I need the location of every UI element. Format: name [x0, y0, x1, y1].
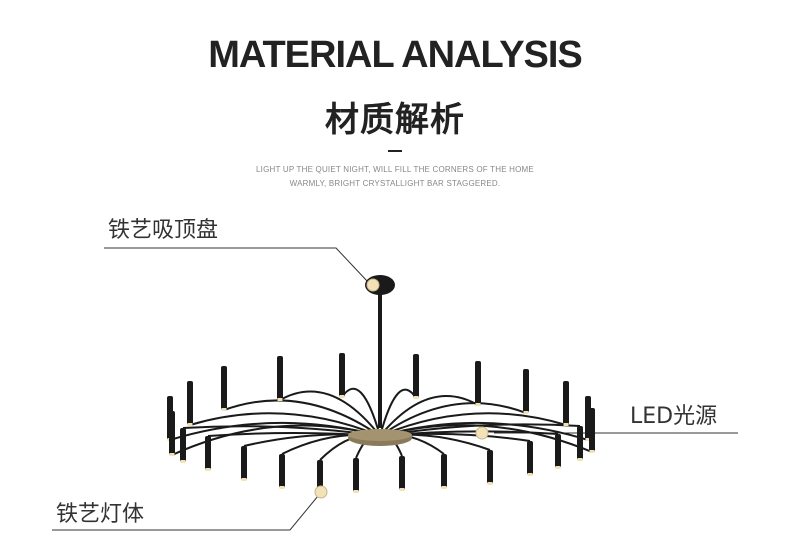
tube-front-5-led [353, 490, 359, 493]
tube-front-0 [180, 428, 186, 462]
arm-back-8 [379, 412, 567, 437]
title-english: MATERIAL ANALYSIS [208, 34, 583, 76]
tube-front-9 [527, 441, 533, 475]
tube-back-3 [277, 356, 283, 400]
arm-back-2 [223, 399, 381, 437]
tube-back-1 [187, 381, 193, 425]
tube-back-1-led [187, 423, 193, 426]
arm-back-4 [341, 387, 381, 437]
tube-back-11 [589, 408, 595, 452]
tube-back-7 [523, 369, 529, 413]
callout-lamp-body: 铁艺灯体 [56, 502, 145, 527]
tube-front-5 [353, 458, 359, 492]
tube-front-10 [555, 434, 561, 468]
tube-front-7 [441, 454, 447, 488]
arm-back-7 [379, 402, 527, 437]
tube-front-1-led [205, 468, 211, 471]
tube-back-2-led [221, 408, 227, 411]
callout-led-source: LED光源 [630, 404, 718, 429]
tube-back-9-led [585, 438, 591, 441]
callout-line-ceiling-plate [104, 247, 369, 283]
subtitle-line-2: WARMLY, BRIGHT CRYSTALLIGHT BAR STAGGERE… [289, 179, 501, 188]
tube-back-2 [221, 366, 227, 410]
tube-back-11-led [589, 450, 595, 453]
subtitle-line-1: LIGHT UP THE QUIET NIGHT, WILL FILL THE … [256, 165, 534, 174]
tube-front-9-led [527, 473, 533, 476]
arm-back-6 [379, 395, 479, 437]
arm-back-5 [379, 388, 417, 437]
tube-front-7-led [441, 486, 447, 489]
tube-back-6 [475, 361, 481, 405]
tube-back-10 [169, 411, 175, 455]
tube-back-6-led [475, 403, 481, 406]
tube-back-10-led [169, 453, 175, 456]
tube-front-3-led [279, 486, 285, 489]
tube-back-5-led [413, 396, 419, 399]
callout-lines [52, 247, 738, 531]
tube-front-0-led [180, 460, 186, 463]
lamp-tubes [167, 353, 595, 495]
tube-front-2-led [241, 478, 247, 481]
lamp-body-highlight-marker [314, 485, 328, 499]
tube-back-3-led [277, 398, 283, 401]
tube-front-2 [241, 446, 247, 480]
tube-front-8-led [487, 482, 493, 485]
tube-front-6-led [399, 488, 405, 491]
tube-front-10-led [555, 466, 561, 469]
title-chinese: 材质解析 [325, 100, 465, 140]
tube-back-7-led [523, 411, 529, 414]
tube-front-11-led [577, 458, 583, 461]
title-divider [388, 150, 402, 152]
tube-front-1 [205, 436, 211, 470]
center-hub [348, 429, 412, 446]
ceiling-plate [365, 275, 395, 295]
led-highlight-marker [475, 426, 489, 440]
tube-front-3 [279, 454, 285, 488]
arm-back-1 [189, 412, 381, 437]
tube-front-11 [577, 426, 583, 460]
tube-back-4 [339, 353, 345, 397]
center-rod [378, 292, 382, 428]
tube-front-8 [487, 450, 493, 484]
tube-front-4 [317, 460, 323, 494]
tube-back-4-led [339, 395, 345, 398]
arm-back-3 [279, 390, 381, 437]
tube-back-8 [563, 381, 569, 425]
tube-front-6 [399, 456, 405, 490]
callout-line-lamp-body [52, 495, 319, 531]
callout-ceiling-plate: 铁艺吸顶盘 [108, 218, 219, 243]
tube-back-8-led [563, 423, 569, 426]
tube-back-5 [413, 354, 419, 398]
